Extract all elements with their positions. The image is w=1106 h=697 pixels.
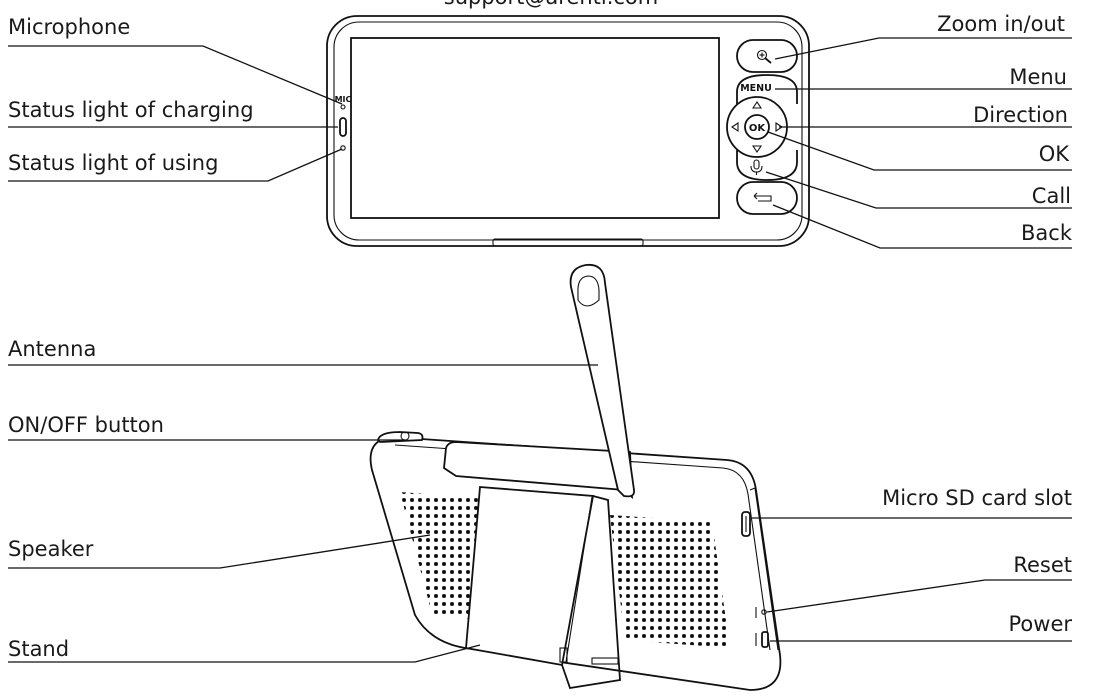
label-zoom: Zoom in/out xyxy=(937,12,1065,36)
label-ok: OK xyxy=(1039,142,1071,166)
label-back: Back xyxy=(1021,221,1073,245)
front-view: MIC MENU OK xyxy=(327,16,809,246)
microphone-icon xyxy=(751,160,762,175)
label-stand: Stand xyxy=(8,637,69,661)
label-reset: Reset xyxy=(1013,553,1072,577)
charging-light xyxy=(340,118,346,136)
label-speaker: Speaker xyxy=(8,537,94,561)
label-antenna: Antenna xyxy=(8,337,96,361)
label-call: Call xyxy=(1032,184,1071,208)
back-view xyxy=(371,265,781,690)
menu-button-label: MENU xyxy=(740,83,772,94)
label-using-light: Status light of using xyxy=(8,151,218,175)
ok-button-label: OK xyxy=(749,123,767,134)
label-charging-light: Status light of charging xyxy=(8,98,254,122)
back-button xyxy=(737,182,797,214)
back-icon xyxy=(754,193,771,201)
speaker-grille-right xyxy=(610,515,730,648)
label-on-off: ON/OFF button xyxy=(8,413,164,437)
zoom-icon xyxy=(758,51,772,64)
label-menu: Menu xyxy=(1009,65,1067,89)
label-direction: Direction xyxy=(973,103,1068,127)
header-text: support@arenti.com xyxy=(444,0,659,9)
label-sd-slot: Micro SD card slot xyxy=(882,486,1072,510)
monitor-screen xyxy=(351,38,719,218)
label-power: Power xyxy=(1009,612,1073,636)
microphone-hole xyxy=(341,105,345,109)
label-microphone: Microphone xyxy=(8,15,130,39)
